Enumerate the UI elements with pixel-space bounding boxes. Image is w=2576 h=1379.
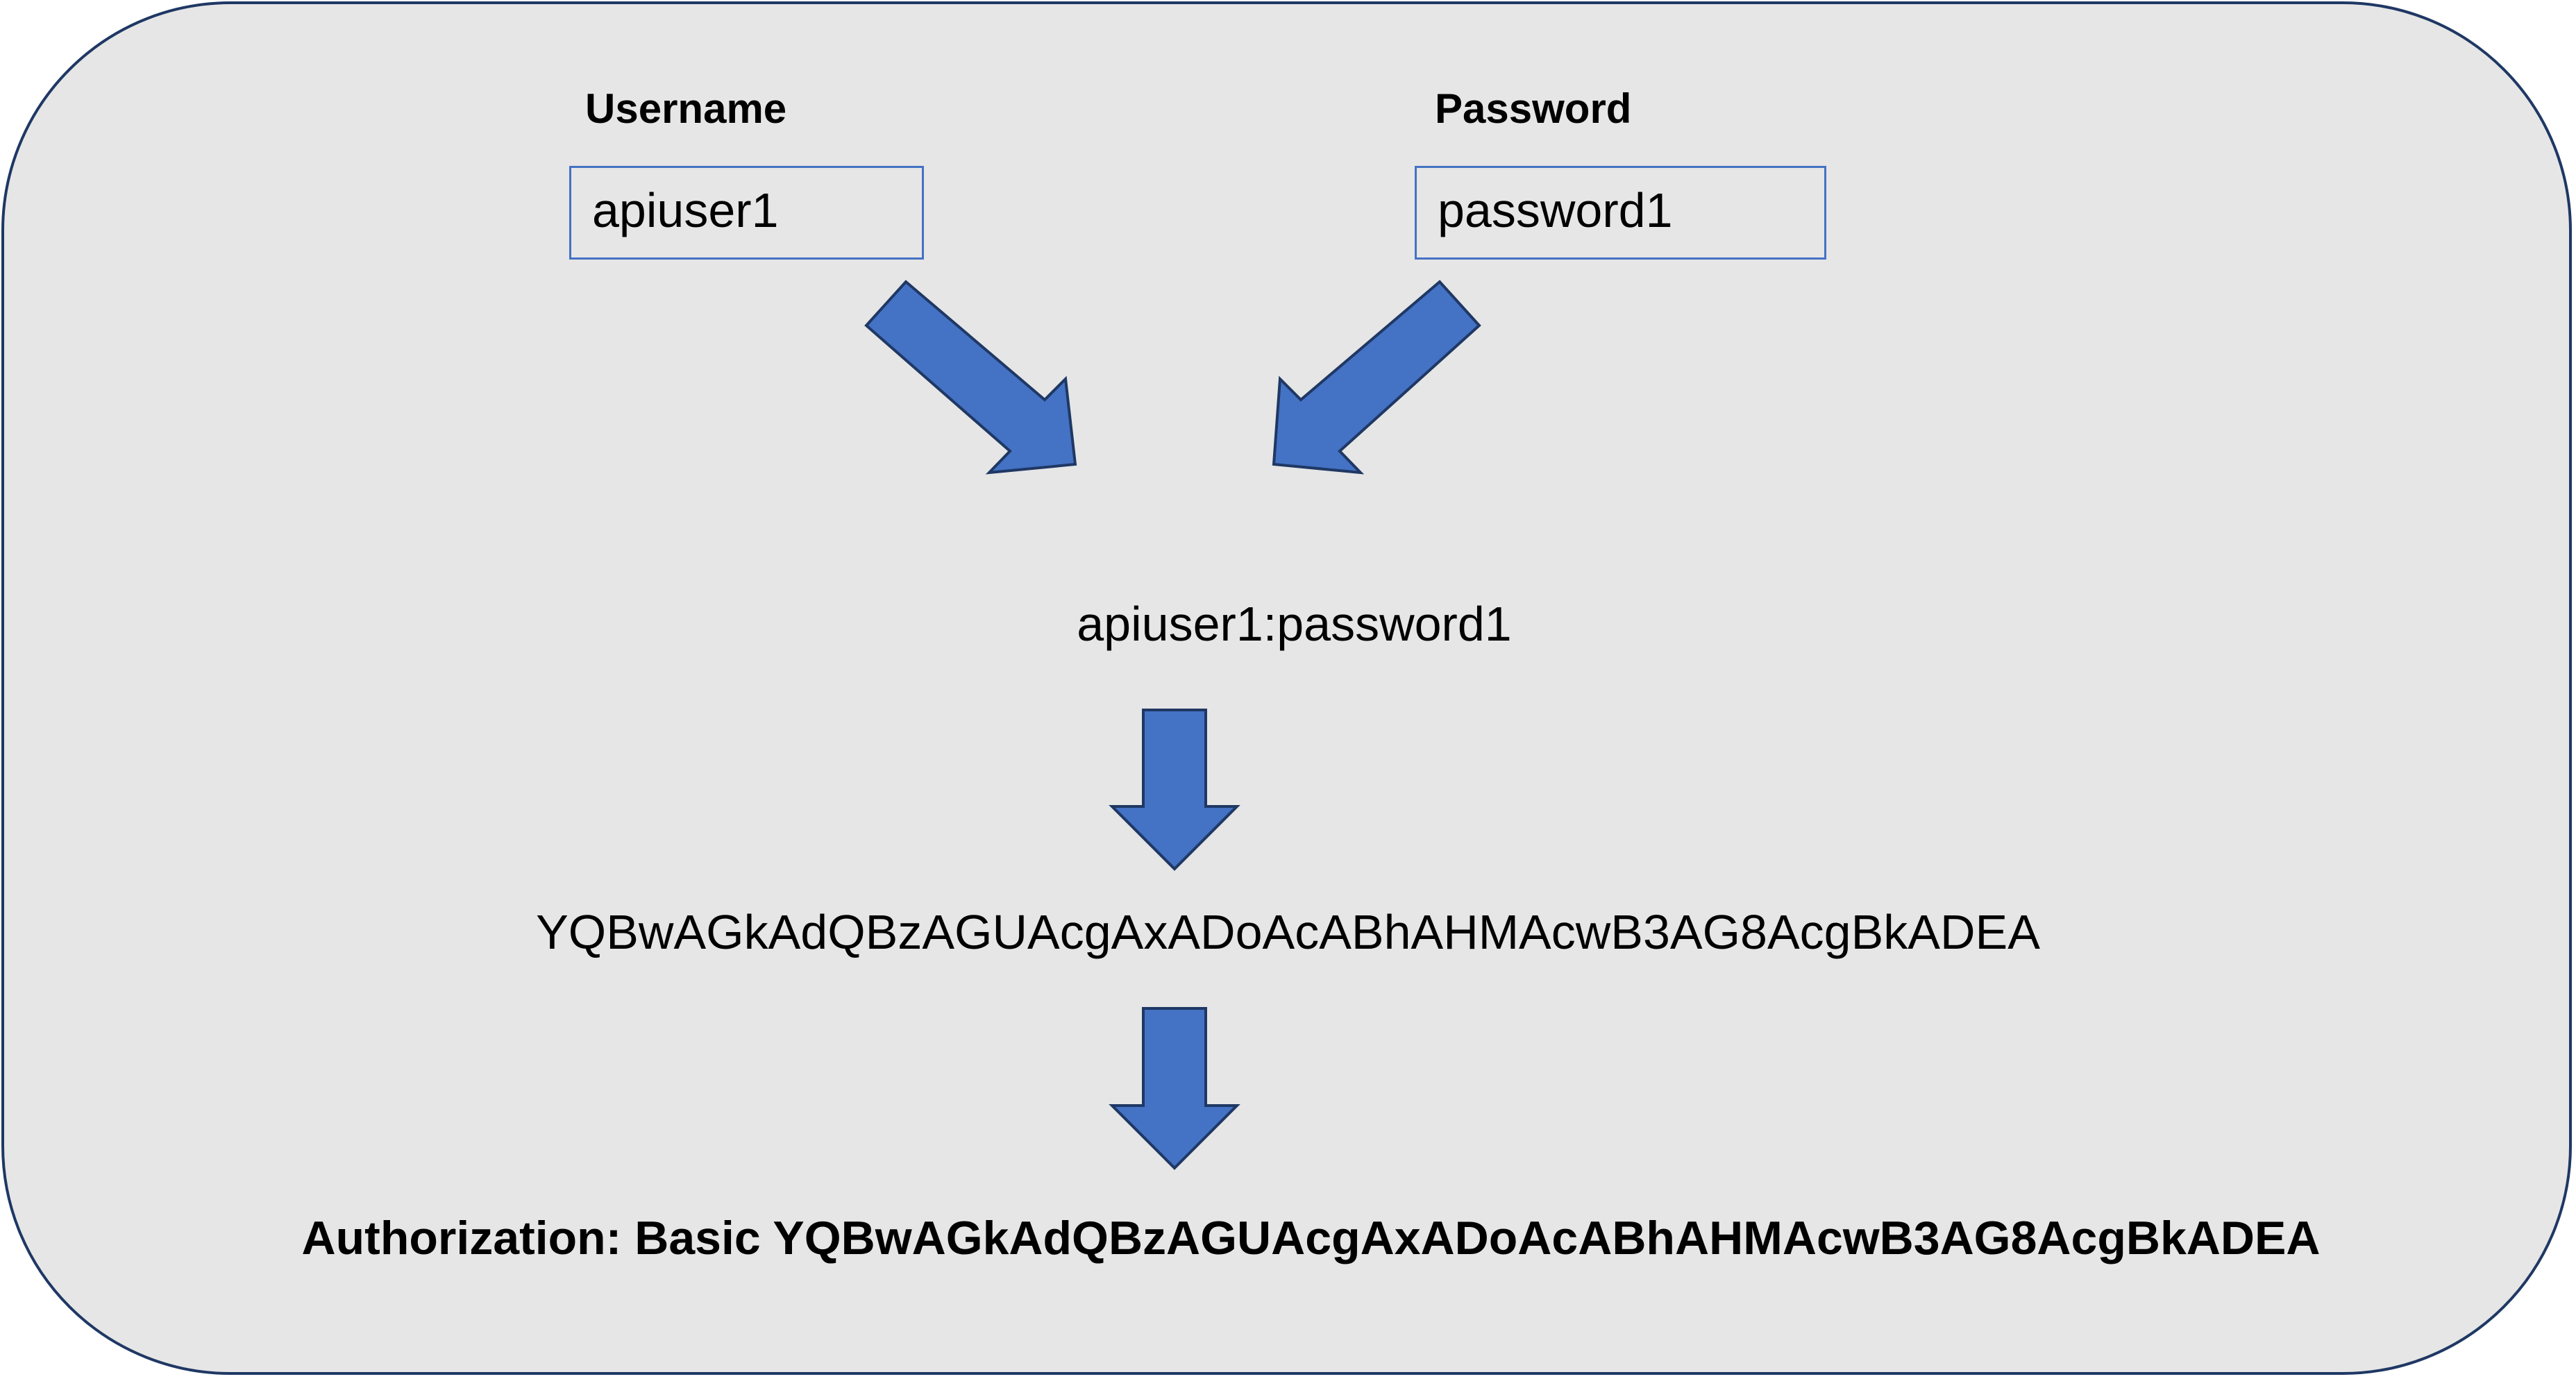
password-label: Password (1435, 85, 1632, 132)
combined-credentials: apiuser1:password1 (1077, 597, 1512, 651)
encoded-to-header-arrow (1109, 1007, 1240, 1170)
combined-to-encoded-arrow (1109, 709, 1240, 871)
username-field: apiuser1 (569, 166, 924, 260)
username-label: Username (585, 85, 787, 132)
encoded-credentials: YQBwAGkAdQBzAGUAcgAxADoAcABhAHMAcwB3AG8A… (536, 905, 2040, 959)
authorization-header: Authorization: Basic YQBwAGkAdQBzAGUAcgA… (301, 1212, 2321, 1264)
password-field: password1 (1415, 166, 1826, 260)
password-to-combined-arrow (1272, 280, 1481, 475)
username-to-combined-arrow (864, 280, 1077, 475)
password-value: password1 (1438, 183, 1673, 237)
username-value: apiuser1 (592, 183, 779, 237)
